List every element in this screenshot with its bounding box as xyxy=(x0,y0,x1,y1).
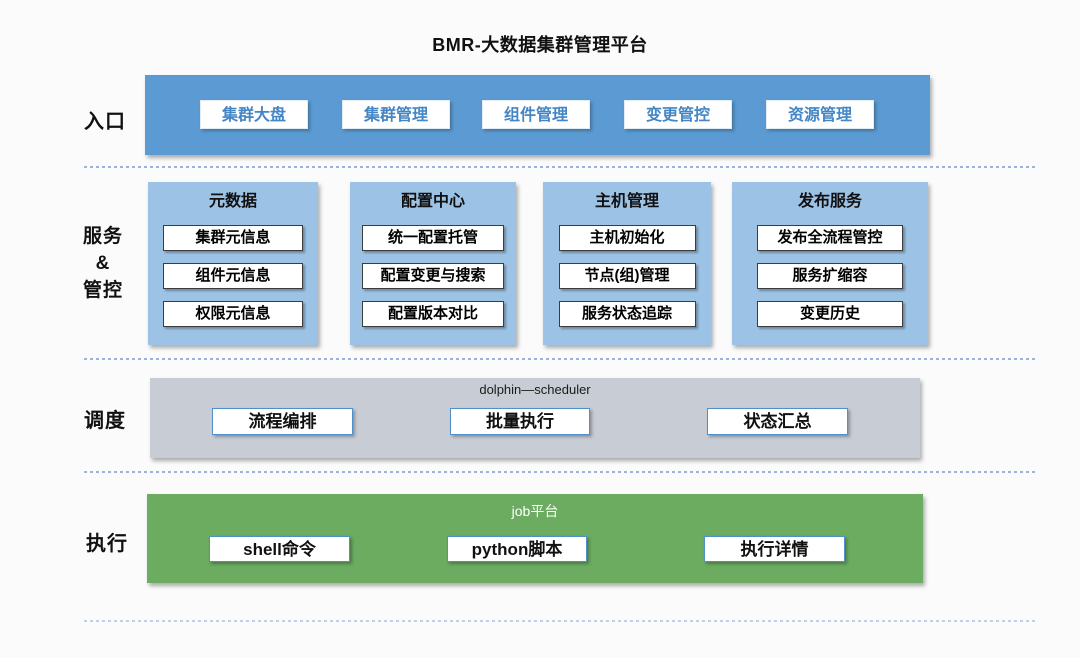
group-title-release-service: 发布服务 xyxy=(797,193,862,210)
group-title-host-management: 主机管理 xyxy=(594,193,659,210)
row-label-services-line2: & xyxy=(95,253,111,274)
chip-host-initialization: 主机初始化 xyxy=(558,225,696,251)
separator-line-1 xyxy=(84,166,1036,168)
chip-service-status-tracking: 服务状态追踪 xyxy=(558,301,696,327)
row-label-services-line3: 管控 xyxy=(82,280,123,301)
service-group-metadata: 元数据 集群元信息 组件元信息 权限元信息 xyxy=(148,182,318,345)
separator-line-4 xyxy=(84,620,1036,622)
page-title: BMR-大数据集群管理平台 xyxy=(432,35,648,55)
chip-change-history: 变更历史 xyxy=(757,301,903,327)
scheduler-band: dolphin—scheduler 流程编排 批量执行 状态汇总 xyxy=(150,378,920,458)
separator-line-3 xyxy=(84,471,1036,473)
executor-platform-label: job平台 xyxy=(511,503,559,519)
group-title-metadata: 元数据 xyxy=(208,193,257,210)
row-label-services-line1: 服务 xyxy=(82,226,123,247)
entry-band: 集群大盘 集群管理 组件管理 变更管控 资源管理 xyxy=(145,75,930,155)
entry-chip-component-management: 组件管理 xyxy=(482,100,590,129)
chip-node-group-management: 节点(组)管理 xyxy=(558,263,696,289)
chip-status-summary: 状态汇总 xyxy=(707,408,848,435)
chip-permission-meta-info: 权限元信息 xyxy=(163,301,303,327)
chip-cluster-meta-info: 集群元信息 xyxy=(163,225,303,251)
chip-release-full-process-control: 发布全流程管控 xyxy=(757,225,903,251)
service-group-host-management: 主机管理 主机初始化 节点(组)管理 服务状态追踪 xyxy=(543,182,711,345)
entry-chip-cluster-dashboard: 集群大盘 xyxy=(200,100,308,129)
separator-line-2 xyxy=(84,358,1036,360)
row-label-services: 服务 & 管控 xyxy=(74,223,132,304)
chip-config-version-diff: 配置版本对比 xyxy=(362,301,504,327)
entry-chip-resource-management: 资源管理 xyxy=(766,100,874,129)
entry-chip-change-control: 变更管控 xyxy=(624,100,732,129)
chip-workflow-orchestration: 流程编排 xyxy=(212,408,353,435)
chip-component-meta-info: 组件元信息 xyxy=(163,263,303,289)
executor-band: job平台 shell命令 python脚本 执行详情 xyxy=(147,494,923,583)
row-label-executor: 执行 xyxy=(86,533,128,555)
scheduler-platform-label: dolphin—scheduler xyxy=(479,382,591,397)
chip-batch-execution: 批量执行 xyxy=(450,408,590,435)
entry-chip-cluster-management: 集群管理 xyxy=(342,100,450,129)
service-group-config-center: 配置中心 统一配置托管 配置变更与搜索 配置版本对比 xyxy=(350,182,516,345)
row-label-scheduler: 调度 xyxy=(84,410,126,432)
chip-shell-command: shell命令 xyxy=(209,536,350,562)
group-title-config-center: 配置中心 xyxy=(400,193,465,210)
chip-unified-config-hosting: 统一配置托管 xyxy=(362,225,504,251)
chip-service-scaling: 服务扩缩容 xyxy=(757,263,903,289)
chip-python-script: python脚本 xyxy=(447,536,587,562)
row-label-entry: 入口 xyxy=(84,111,126,133)
chip-execution-detail: 执行详情 xyxy=(704,536,845,562)
chip-config-change-search: 配置变更与搜索 xyxy=(362,263,504,289)
service-group-release-service: 发布服务 发布全流程管控 服务扩缩容 变更历史 xyxy=(732,182,928,345)
